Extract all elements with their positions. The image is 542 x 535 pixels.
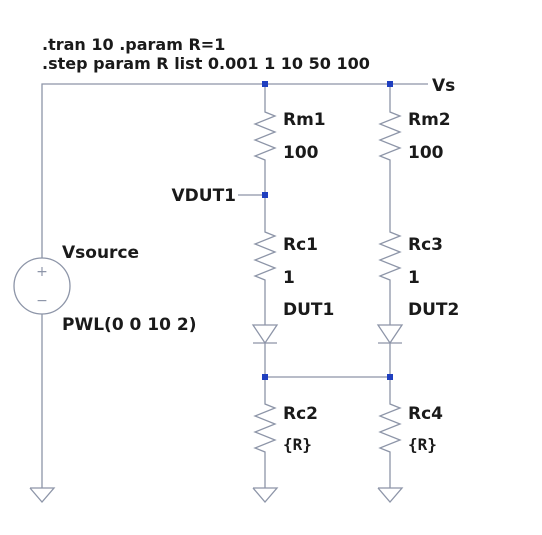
resistor-rm2: [378, 106, 402, 166]
dut2-name: DUT2: [408, 300, 459, 320]
resistor-rc3: [378, 226, 402, 286]
diode-dut2-triangle: [376, 324, 404, 345]
rm1-name: Rm1: [283, 110, 326, 130]
net-label-vs: Vs: [432, 76, 455, 96]
minus-symbol: −: [36, 293, 48, 309]
vsource-name: Vsource: [62, 243, 139, 263]
tran-directive: .tran 10 .param R=1: [42, 35, 225, 54]
dut1-name: DUT1: [283, 300, 334, 320]
rc2-value: {R}: [283, 435, 312, 454]
rc3-name: Rc3: [408, 235, 443, 255]
rc4-value: {R}: [408, 435, 437, 454]
rc1-name: Rc1: [283, 235, 318, 255]
junction-node: [262, 374, 268, 380]
junction-node: [387, 374, 393, 380]
rc4-name: Rc4: [408, 404, 443, 424]
supply-rail-wire: [41, 83, 428, 258]
rm2-value: 100: [408, 143, 444, 163]
ground-icon: [29, 487, 56, 503]
junction-node: [262, 192, 268, 198]
rc3-value: 1: [408, 268, 420, 288]
rc1-value: 1: [283, 268, 295, 288]
junction-node: [262, 81, 268, 87]
voltage-source-vsource: + −: [13, 257, 71, 315]
resistor-rc4: [378, 398, 402, 458]
step-directive: .step param R list 0.001 1 10 50 100: [42, 54, 370, 73]
resistor-rc1: [253, 226, 277, 286]
vsource-value: PWL(0 0 10 2): [62, 315, 196, 335]
net-label-vdut1: VDUT1: [172, 186, 237, 206]
diode-dut2: [376, 324, 404, 345]
diode-dut1-triangle: [251, 324, 279, 345]
rm2-name: Rm2: [408, 110, 451, 130]
rc2-name: Rc2: [283, 404, 318, 424]
junction-node: [387, 81, 393, 87]
diode-dut1: [251, 324, 279, 345]
resistor-rm1: [253, 106, 277, 166]
plus-symbol: +: [36, 264, 48, 280]
ground-icon: [252, 487, 279, 503]
ground-icon: [377, 487, 404, 503]
rm1-value: 100: [283, 143, 319, 163]
resistor-rc2: [253, 398, 277, 458]
